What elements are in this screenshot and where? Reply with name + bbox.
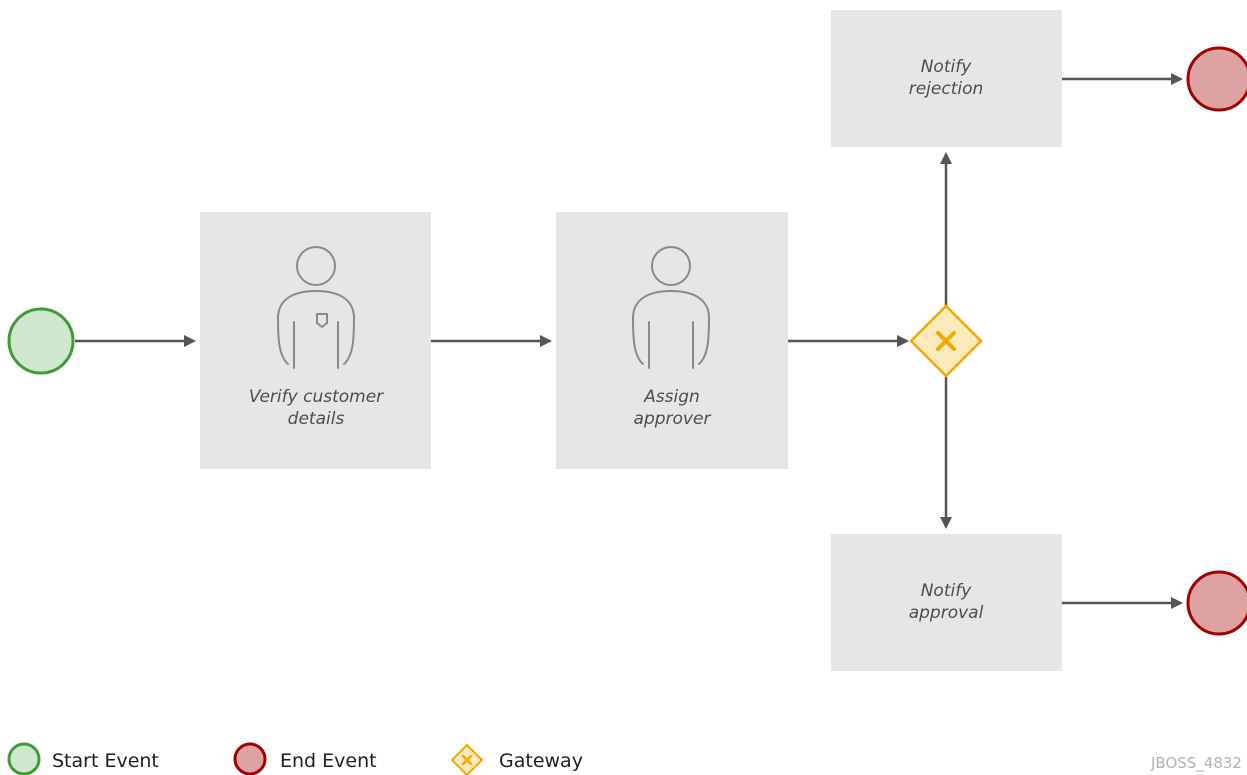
legend-end-event-icon	[233, 742, 267, 775]
legend-gateway-label: Gateway	[499, 750, 583, 772]
legend-end-event-label: End Event	[280, 750, 377, 772]
legend-start-event-icon	[7, 742, 41, 775]
task-verify-label-line2: details	[288, 409, 345, 429]
start-event-icon	[7, 307, 75, 375]
user-icon	[277, 246, 355, 369]
task-approval-label-line2: approval	[909, 603, 984, 623]
legend-gateway-icon	[450, 743, 484, 775]
task-approval-label-line1: Notify	[921, 581, 972, 601]
task-assign-approver: Assign approver	[556, 212, 788, 469]
end-event-approval-icon	[1186, 570, 1247, 636]
task-rejection-label-line2: rejection	[909, 79, 984, 99]
end-event-rejection-icon	[1186, 46, 1247, 112]
task-verify-label-line1: Verify customer	[249, 387, 384, 407]
legend: Start Event End Event Gateway	[7, 742, 583, 775]
task-assign-label-line2: approver	[634, 409, 712, 429]
legend-start-event-label: Start Event	[52, 750, 159, 772]
task-notify-rejection: Notify rejection	[831, 10, 1062, 147]
figure-id-watermark: JBOSS_4832	[1150, 754, 1242, 773]
task-assign-label-line1: Assign	[643, 387, 700, 407]
flow-arrows	[75, 73, 1183, 609]
task-verify-customer-details: Verify customer details	[200, 212, 431, 469]
exclusive-gateway-icon	[909, 304, 983, 378]
user-icon	[632, 246, 710, 369]
task-rejection-label-line1: Notify	[921, 57, 972, 77]
task-notify-approval: Notify approval	[831, 534, 1062, 671]
